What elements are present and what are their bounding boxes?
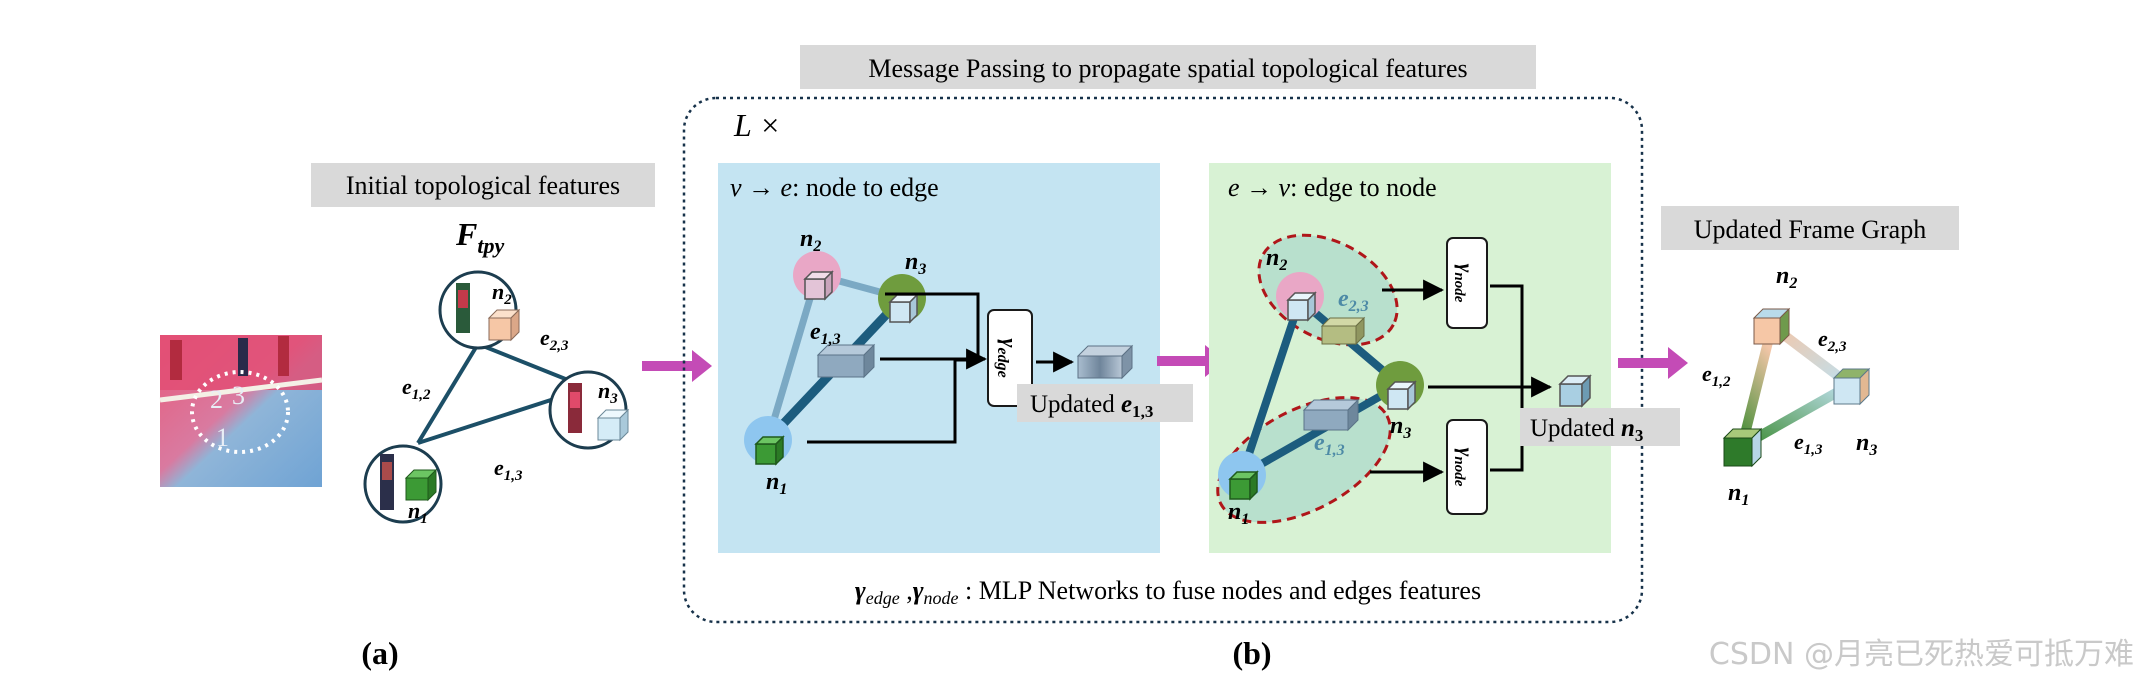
gamma-node-bottom-label: γnode <box>1451 448 1478 487</box>
node-to-edge-box: v → e: node to edge e1,3 n2 <box>718 163 1193 553</box>
panel-a: 2 3 1 Initial topological features Ftpy … <box>159 163 655 671</box>
player-number-2: 2 <box>210 385 223 414</box>
updated-node-label: Updated n3 <box>1530 415 1643 445</box>
caption-b: (b) <box>1232 635 1271 671</box>
gamma-legend: γedge ,γnode : MLP Networks to fuse node… <box>855 576 1481 608</box>
lb-edge-1-3-label: e1,3 <box>810 319 841 348</box>
updated-node-cube <box>1558 374 1592 408</box>
arrow-a-to-b <box>642 350 712 382</box>
node-3-cube <box>596 408 630 442</box>
lb-node-1-label: n1 <box>766 469 787 498</box>
gamma-node-top-box <box>1446 237 1488 329</box>
court-thumbnail: 2 3 1 <box>159 335 323 487</box>
node-3-label: n3 <box>598 378 618 407</box>
uc-edge-2-3-label: e2,3 <box>1818 326 1847 355</box>
updated-edge-label: Updated e1,3 <box>1030 391 1153 421</box>
updated-node-label-bg <box>1520 408 1680 446</box>
panel-b: Message Passing to propagate spatial top… <box>682 45 1680 671</box>
player-number-1: 1 <box>216 423 229 452</box>
updated-frame-graph-header: Updated Frame Graph <box>1694 215 1926 244</box>
lb-edge-1-3-cube <box>816 343 876 379</box>
uc-node-2-cube <box>1752 307 1791 346</box>
edge-1-3-label: e1,3 <box>494 455 523 484</box>
updated-frame-graph-header-bg <box>1661 206 1959 250</box>
rb-node-3-label: n3 <box>1390 413 1411 442</box>
rb-node-3-cube <box>1386 380 1417 411</box>
arrow-node-to-edge-to-edge-to-node <box>1157 345 1225 377</box>
rb-edge-2-3-cube <box>1320 316 1366 346</box>
panel-c: Updated Frame Graph n2 n3 n1 e1,2 e2,3 <box>1661 206 1959 509</box>
node-2-label: n2 <box>492 279 512 308</box>
lb-arrow-from-n1 <box>807 358 978 444</box>
updated-edge-label-bg <box>1017 384 1193 422</box>
rb-edge-2-3-label: e2,3 <box>1338 286 1369 315</box>
node-1-cube <box>404 468 438 502</box>
feature-symbol: Ftpy <box>455 216 504 258</box>
lb-node-1-cube <box>754 435 785 466</box>
uc-edge-1-2-label: e1,2 <box>1702 361 1731 390</box>
node-2-cube <box>487 308 521 342</box>
node-to-edge-title: v → e: node to edge <box>730 173 939 202</box>
rb-edge-1-2 <box>1238 298 1304 477</box>
edge-to-node-title: e → v: edge to node <box>1228 173 1437 202</box>
rb-merge-top <box>1490 284 1524 387</box>
repeat-label: L × <box>733 107 781 143</box>
gamma-edge-box <box>987 309 1033 407</box>
uc-node-3-label: n3 <box>1856 430 1877 459</box>
initial-features-header: Initial topological features <box>346 171 620 200</box>
rb-edge-1-3-label: e1,3 <box>1314 430 1345 459</box>
arrow-b-to-c <box>1618 347 1688 379</box>
gamma-node-top-label: γnode <box>1451 264 1478 303</box>
graph-node-3: n3 <box>548 370 630 450</box>
graph-node-2: n2 <box>438 270 521 350</box>
rb-node-1-cube <box>1228 470 1259 501</box>
updated-edge-cube <box>1076 344 1134 380</box>
rb-node-1-label: n1 <box>1228 499 1249 528</box>
csdn-watermark: CSDN @月亮已死热爱可抵万难 <box>1709 637 2134 672</box>
lb-node-2-cube <box>803 270 834 301</box>
uc-edge-1-3-label: e1,3 <box>1794 429 1823 458</box>
lb-node-2-label: n2 <box>800 226 821 255</box>
edge-to-node-box: e → v: edge to node e2,3 e1,3 <box>1209 163 1680 553</box>
uc-node-2-label: n2 <box>1776 263 1797 292</box>
gamma-node-bottom-box <box>1446 419 1488 515</box>
graph-node-1: n1 <box>363 444 443 527</box>
lb-arrow-from-n3 <box>885 292 980 360</box>
lb-node-3-label: n3 <box>905 249 926 278</box>
rb-node-2-label: n2 <box>1266 245 1287 274</box>
uc-node-3-cube <box>1832 367 1871 406</box>
rb-node-2-cube <box>1286 291 1317 322</box>
uc-node-1-cube <box>1722 427 1763 468</box>
lb-node-3-cube <box>888 293 919 324</box>
rb-edge-1-3-cube <box>1302 398 1360 432</box>
edge-1-2-label: e1,2 <box>402 374 431 403</box>
player-number-3: 3 <box>232 381 245 410</box>
uc-node-1-label: n1 <box>1728 480 1749 509</box>
graph-edge-1-2 <box>416 342 480 445</box>
caption-a: (a) <box>361 635 398 671</box>
message-passing-header: Message Passing to propagate spatial top… <box>868 54 1467 83</box>
message-passing-header-bg <box>800 45 1536 89</box>
lb-edge-1-2 <box>764 274 821 441</box>
node-1-label: n1 <box>408 498 428 527</box>
uc-edge-1-2 <box>1737 324 1777 448</box>
edge-2-3-label: e2,3 <box>540 325 569 354</box>
initial-features-header-bg <box>311 163 655 207</box>
gamma-edge-label: γedge <box>994 338 1022 377</box>
